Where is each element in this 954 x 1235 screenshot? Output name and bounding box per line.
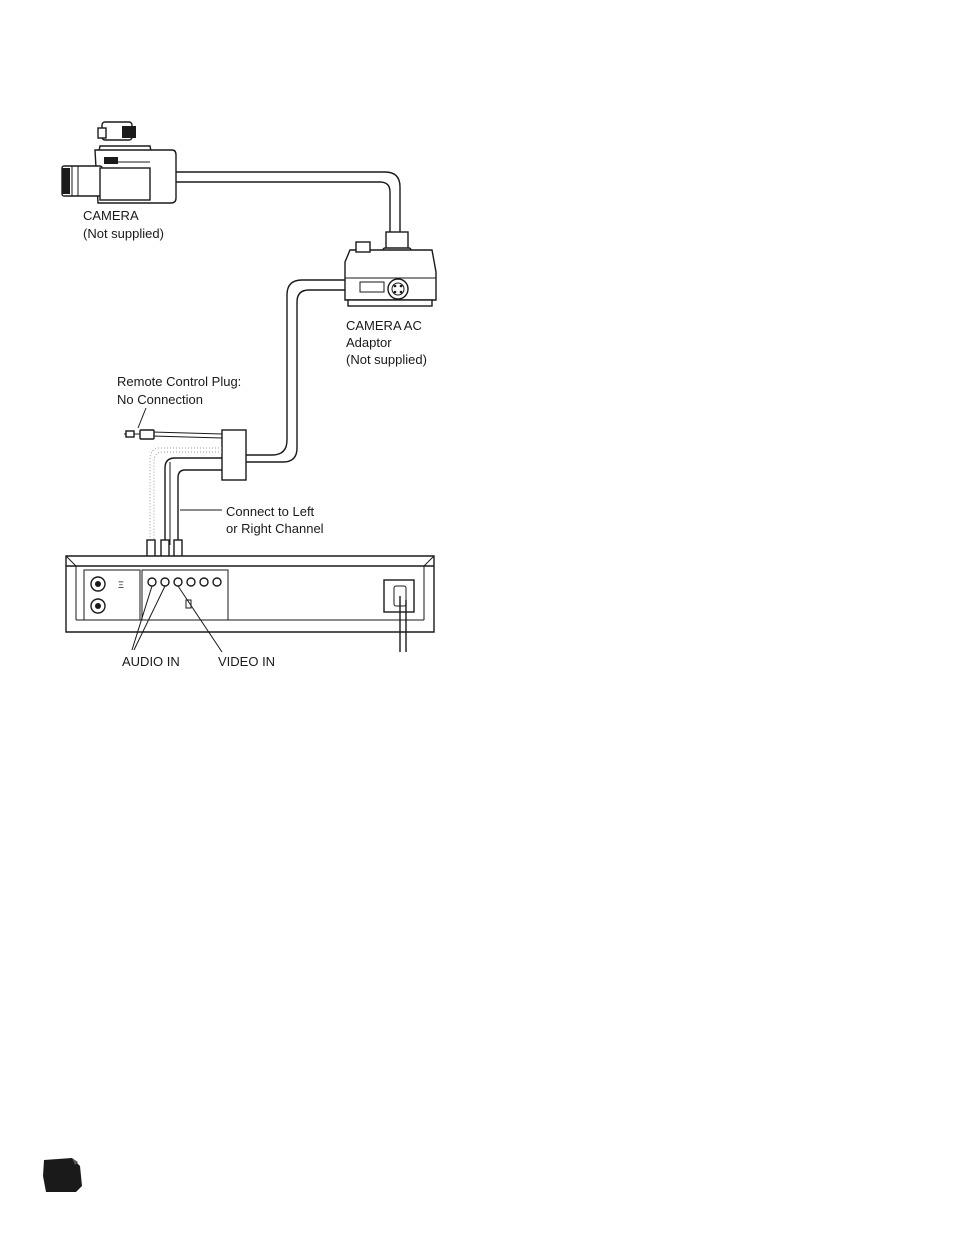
remote-control-plug (124, 408, 222, 439)
adaptor-cable (246, 280, 345, 462)
connect-channel-label-line1: Connect to Left (226, 503, 314, 520)
camera-label: CAMERA (83, 207, 139, 224)
video-in-label: VIDEO IN (218, 653, 275, 670)
camera-illustration (62, 122, 176, 203)
connect-channel-label-line2: or Right Channel (226, 520, 324, 537)
remote-plug-label-line2: No Connection (117, 391, 203, 408)
av-cables (145, 448, 222, 562)
remote-plug-label-line1: Remote Control Plug: (117, 373, 241, 390)
adaptor-label-line1: CAMERA AC (346, 317, 422, 334)
vcr-rear-panel: Ξ (66, 556, 434, 652)
svg-text:Ξ: Ξ (118, 580, 124, 590)
adaptor-label-line2: Adaptor (346, 334, 392, 351)
audio-in-label: AUDIO IN (122, 653, 180, 670)
adaptor-not-supplied-label: (Not supplied) (346, 351, 427, 368)
camera-not-supplied-label: (Not supplied) (83, 225, 164, 242)
junction-box (222, 430, 246, 480)
camera-cable (176, 172, 400, 236)
page-corner-marker (42, 1156, 84, 1194)
camera-ac-adaptor (345, 232, 436, 306)
